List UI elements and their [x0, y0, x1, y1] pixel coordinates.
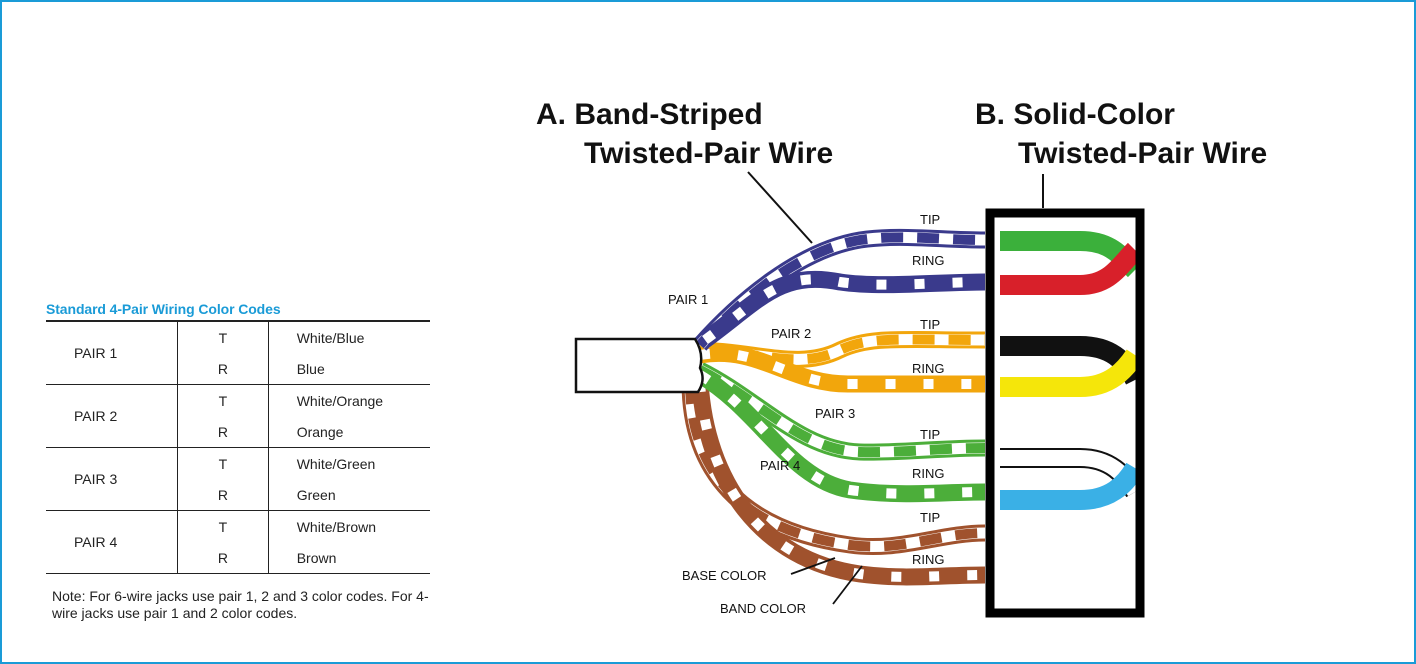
table-title: Standard 4-Pair Wiring Color Codes: [46, 298, 430, 322]
tip-code: T: [177, 322, 269, 353]
base-color-label: BASE COLOR: [682, 568, 767, 583]
tip-color: White/Blue: [296, 329, 365, 346]
ring-label-4: RING: [912, 552, 945, 567]
table-row: R Brown: [46, 542, 430, 574]
ring-code: R: [177, 479, 269, 511]
pair2-label: PAIR 2: [771, 326, 811, 341]
ring-color: Orange: [268, 416, 430, 448]
tip-color: White/Brown: [296, 518, 377, 535]
pair4-tip-bands: [685, 381, 986, 552]
cable-jacket: [574, 337, 704, 394]
pair4-ring-bands: [695, 381, 986, 582]
tip-color: White/Orange: [296, 392, 384, 409]
table-row: R Green: [46, 479, 430, 511]
table-note: Note: For 6-wire jacks use pair 1, 2 and…: [52, 588, 429, 621]
tip-code: T: [177, 384, 269, 416]
table-row: R Blue: [46, 353, 430, 385]
ring-label-1: RING: [912, 253, 945, 268]
ring-color: Green: [268, 479, 430, 511]
pair-name: PAIR 4: [46, 510, 179, 574]
pair-name: PAIR 3: [46, 447, 179, 511]
band-striped-wires: [681, 228, 986, 586]
band-color-pointer: [832, 565, 863, 605]
tip-label-4: TIP: [920, 510, 940, 525]
title-a-line1: A. Band-Striped: [536, 98, 763, 131]
pair1-ring-bands: [702, 274, 986, 345]
pair3-tip-bands: [697, 365, 986, 458]
pair2-ring-bands: [699, 348, 985, 390]
table-row: PAIR 4 T White/Brown: [46, 510, 430, 574]
tip-color: White/Green: [296, 455, 376, 472]
title-b-line1: B. Solid-Color: [975, 98, 1175, 131]
tip-label-2: TIP: [920, 317, 940, 332]
ring-color: Brown: [268, 542, 430, 574]
pair-name: PAIR 1: [46, 322, 179, 385]
ring-label-2: RING: [912, 361, 945, 376]
red-solid-wire: [1000, 242, 1143, 295]
ring-code: R: [177, 416, 269, 448]
base-color-pointer: [790, 557, 836, 575]
ring-label-3: RING: [912, 466, 945, 481]
solid-wire-box: [985, 208, 1145, 618]
yellow-solid-wire: [1000, 349, 1144, 397]
band-color-label: BAND COLOR: [720, 601, 806, 616]
pair3-label: PAIR 3: [815, 406, 855, 421]
pair4-label: PAIR 4: [760, 458, 800, 473]
table-row: R Orange: [46, 416, 430, 448]
pair3-ring-wire: [695, 367, 986, 503]
blue-solid-wire: [1000, 462, 1144, 510]
color-code-table: Standard 4-Pair Wiring Color Codes PAIR …: [46, 298, 430, 574]
pair1-label: PAIR 1: [668, 292, 708, 307]
ring-color: Blue: [268, 353, 430, 385]
table-row: PAIR 1 T White/Blue: [46, 322, 430, 385]
solid-color-wires: [1000, 231, 1144, 510]
leader-line-a: [747, 171, 813, 244]
table-row: PAIR 3 T White/Green: [46, 447, 430, 511]
title-b-line2: Twisted-Pair Wire: [1018, 137, 1267, 170]
ring-code: R: [177, 542, 269, 574]
ring-code: R: [177, 353, 269, 385]
table-row: PAIR 2 T White/Orange: [46, 384, 430, 448]
tip-label-1: TIP: [920, 212, 940, 227]
tip-code: T: [177, 510, 269, 542]
color-code-grid: PAIR 1 T White/Blue R Blue PAIR 2 T Whit…: [46, 322, 430, 574]
tip-label-3: TIP: [920, 427, 940, 442]
tip-code: T: [177, 447, 269, 479]
pair-name: PAIR 2: [46, 384, 179, 448]
title-a-line2: Twisted-Pair Wire: [584, 137, 833, 170]
